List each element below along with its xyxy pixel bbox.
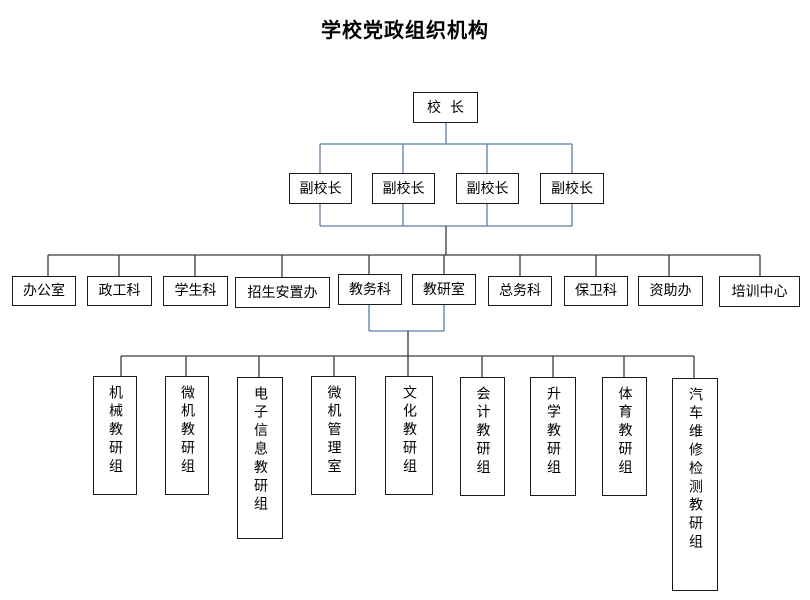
group-auto-repair[interactable]: 汽车维修检测教研组 [672,378,718,591]
department-label: 招生安置办 [247,284,318,301]
vice-principal-label: 副校长 [382,180,425,197]
principal-box[interactable]: 校 长 [413,92,478,123]
vice-principal-label: 副校长 [466,180,509,197]
vice-principal-box[interactable]: 副校长 [289,173,352,204]
group-label: 会计教研组 [474,386,491,478]
department-label: 学生科 [174,283,217,299]
department-label: 办公室 [23,283,65,299]
group-culture[interactable]: 文化教研组 [385,376,433,495]
chart-title: 学校党政组织机构 [321,18,489,42]
vice-principal-box[interactable]: 副校长 [540,173,604,204]
department-general-affairs[interactable]: 总务科 [488,276,552,306]
department-enrollment[interactable]: 招生安置办 [235,277,330,308]
department-label: 资助办 [649,283,692,299]
group-label: 汽车维修检测教研组 [687,387,703,553]
group-computer[interactable]: 微机教研组 [165,376,209,495]
department-student[interactable]: 学生科 [163,276,228,306]
group-label: 体育教研组 [616,386,633,478]
group-further-study[interactable]: 升学教研组 [530,377,576,496]
department-teaching-research[interactable]: 教研室 [412,274,476,305]
principal-label: 校 长 [427,99,464,116]
group-computer-management[interactable]: 微机管理室 [311,376,356,495]
group-mechanical[interactable]: 机械教研组 [93,376,137,495]
department-financial-aid[interactable]: 资助办 [638,276,703,306]
group-label: 升学教研组 [545,386,561,478]
group-label: 机械教研组 [107,385,123,477]
department-label: 教研室 [423,281,465,298]
vice-principal-label: 副校长 [299,180,342,197]
vice-principal-box[interactable]: 副校长 [372,173,435,204]
department-training-center[interactable]: 培训中心 [719,276,800,307]
group-label: 文化教研组 [401,385,417,477]
department-label: 培训中心 [731,283,788,300]
vice-principal-label: 副校长 [551,180,593,197]
group-accounting[interactable]: 会计教研组 [460,377,505,496]
department-label: 教务科 [349,281,391,298]
group-label: 电子信息教研组 [252,386,268,515]
department-label: 保卫科 [575,283,617,299]
department-academic-affairs[interactable]: 教务科 [338,274,402,305]
department-political[interactable]: 政工科 [87,276,152,306]
group-electronics[interactable]: 电子信息教研组 [237,377,283,539]
department-label: 政工科 [98,283,141,299]
department-office[interactable]: 办公室 [12,276,76,306]
vice-principal-box[interactable]: 副校长 [456,173,519,204]
group-label: 微机管理室 [325,385,342,477]
department-security[interactable]: 保卫科 [564,276,628,306]
group-label: 微机教研组 [179,385,195,477]
group-physical-education[interactable]: 体育教研组 [602,377,647,496]
department-label: 总务科 [499,283,541,299]
